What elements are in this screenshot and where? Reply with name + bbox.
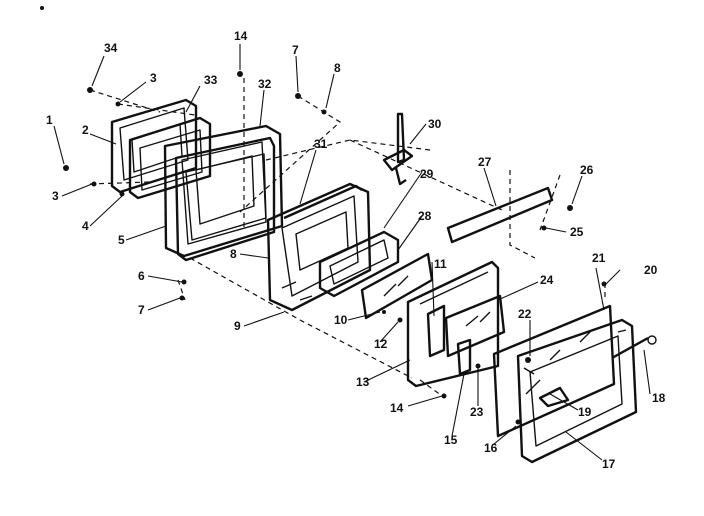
callout-17: 17 (602, 457, 616, 471)
callout-21: 21 (592, 251, 606, 265)
callout-27: 27 (478, 155, 492, 169)
part-24-mounting-plate (406, 260, 506, 388)
callout-2: 2 (82, 123, 89, 137)
callout-labels: 34 3 33 14 32 7 8 1 2 3 4 5 6 7 8 9 31 3… (46, 29, 666, 471)
callout-8b: 8 (230, 247, 237, 261)
callout-25: 25 (570, 225, 584, 239)
part-18-handle (611, 335, 657, 360)
callout-7b: 7 (138, 303, 145, 317)
callout-11: 11 (434, 257, 447, 271)
callout-4: 4 (82, 219, 89, 233)
fasteners (40, 6, 607, 425)
callout-22: 22 (518, 307, 532, 321)
callout-12: 12 (374, 337, 388, 351)
part-17-outer-door-frame (516, 318, 638, 464)
callout-15: 15 (444, 433, 458, 447)
callout-32: 32 (258, 77, 272, 91)
callout-18: 18 (652, 391, 666, 405)
callout-3b: 3 (52, 189, 59, 203)
callout-3: 3 (150, 71, 157, 85)
callout-31: 31 (314, 137, 328, 151)
callout-29: 29 (420, 167, 434, 181)
callout-8: 8 (334, 61, 341, 75)
part-28-glass-panel (360, 252, 434, 320)
leader-lines (53, 44, 651, 461)
callout-14b: 14 (390, 401, 404, 415)
part-27-trim-strip (446, 186, 554, 244)
callout-24: 24 (540, 273, 554, 287)
callout-13: 13 (356, 375, 370, 389)
callout-14: 14 (234, 29, 248, 43)
callout-1: 1 (46, 113, 53, 127)
callout-7: 7 (292, 43, 299, 57)
callout-34: 34 (104, 41, 118, 55)
callout-20: 20 (644, 263, 658, 277)
callout-33: 33 (204, 73, 218, 87)
callout-23: 23 (470, 405, 484, 419)
part-5-inner-frame (163, 124, 284, 262)
callout-9: 9 (234, 319, 241, 333)
part-29-window-frame (318, 230, 400, 298)
callout-16: 16 (484, 441, 498, 455)
callout-26: 26 (580, 163, 594, 177)
callout-5: 5 (118, 233, 125, 247)
callout-19: 19 (578, 405, 592, 419)
part-9-door-liner (266, 182, 372, 312)
callout-6: 6 (138, 269, 145, 283)
callout-28: 28 (418, 209, 432, 223)
callout-10: 10 (334, 313, 348, 327)
part-21-glass (492, 304, 616, 438)
callout-30: 30 (428, 117, 442, 131)
part-30-hinge (382, 112, 414, 186)
